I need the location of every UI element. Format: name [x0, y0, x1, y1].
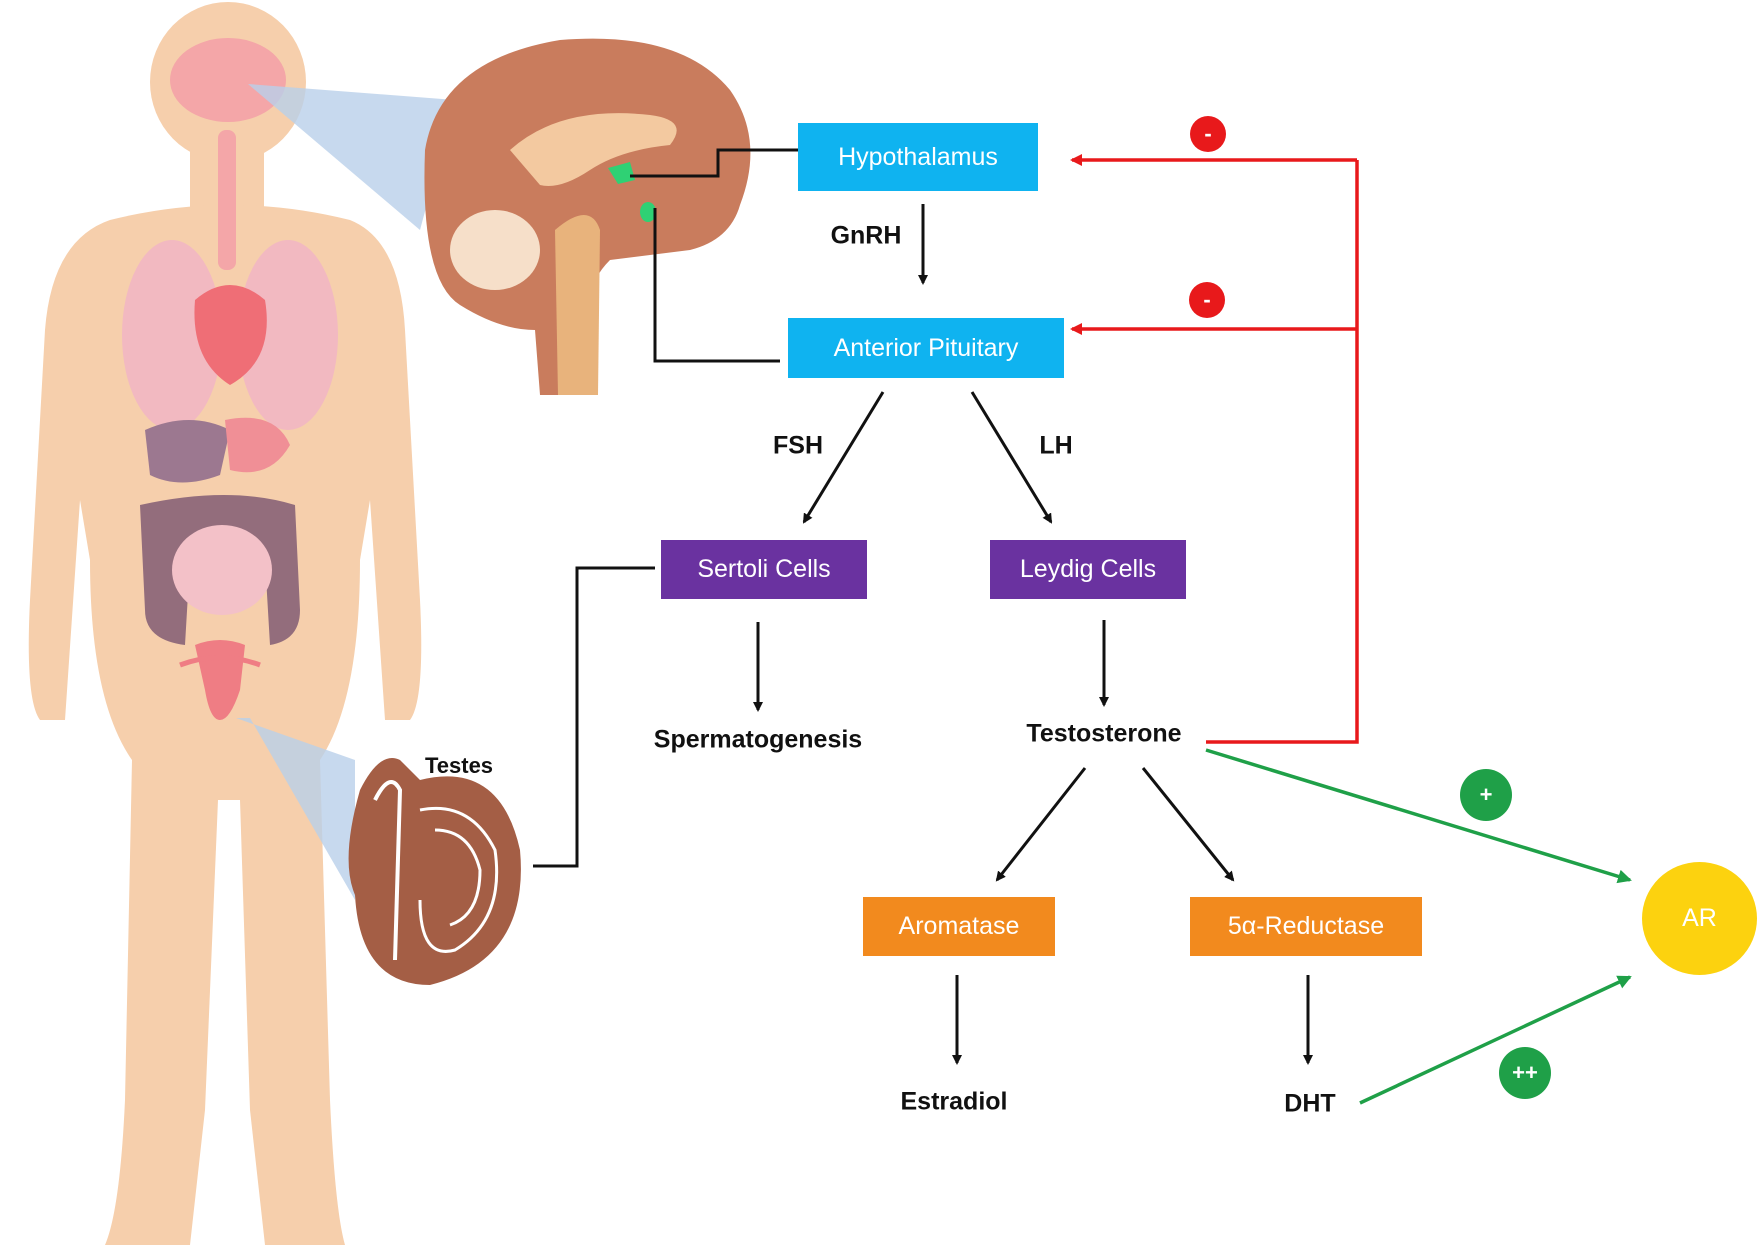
pituitary-inhibit-marker: -: [1189, 282, 1225, 318]
black-connectors: [533, 148, 1313, 1065]
inhibitory-feedback-lines: [1070, 154, 1359, 744]
spermatogenesis-label: Spermatogenesis: [653, 725, 863, 754]
androgen-receptor-circle: AR: [1642, 862, 1757, 975]
dht-label: DHT: [1284, 1089, 1336, 1118]
gnrh-label: GnRH: [830, 221, 902, 250]
anterior-pituitary-box: Anterior Pituitary: [788, 318, 1064, 378]
sertoli-cells-box: Sertoli Cells: [661, 540, 867, 599]
lh-label: LH: [1039, 431, 1073, 460]
testosterone-ar-stimulation-marker: +: [1460, 769, 1512, 821]
human-body-illustration: [28, 2, 422, 1245]
aromatase-box: Aromatase: [863, 897, 1055, 956]
leydig-cells-box: Leydig Cells: [990, 540, 1186, 599]
hypothalamus-box: Hypothalamus: [798, 123, 1038, 191]
dht-ar-stimulation-marker: ++: [1499, 1047, 1551, 1099]
testis-illustration: [348, 758, 521, 985]
reductase-box: 5α-Reductase: [1190, 897, 1422, 956]
brain-illustration: [248, 38, 751, 395]
estradiol-label: Estradiol: [900, 1087, 1008, 1116]
hypothalamus-inhibit-marker: -: [1190, 116, 1226, 152]
testosterone-label: Testosterone: [1026, 719, 1182, 748]
testes-label: Testes: [424, 753, 494, 778]
fsh-label: FSH: [773, 431, 823, 460]
stimulatory-lines: [1205, 748, 1632, 1105]
